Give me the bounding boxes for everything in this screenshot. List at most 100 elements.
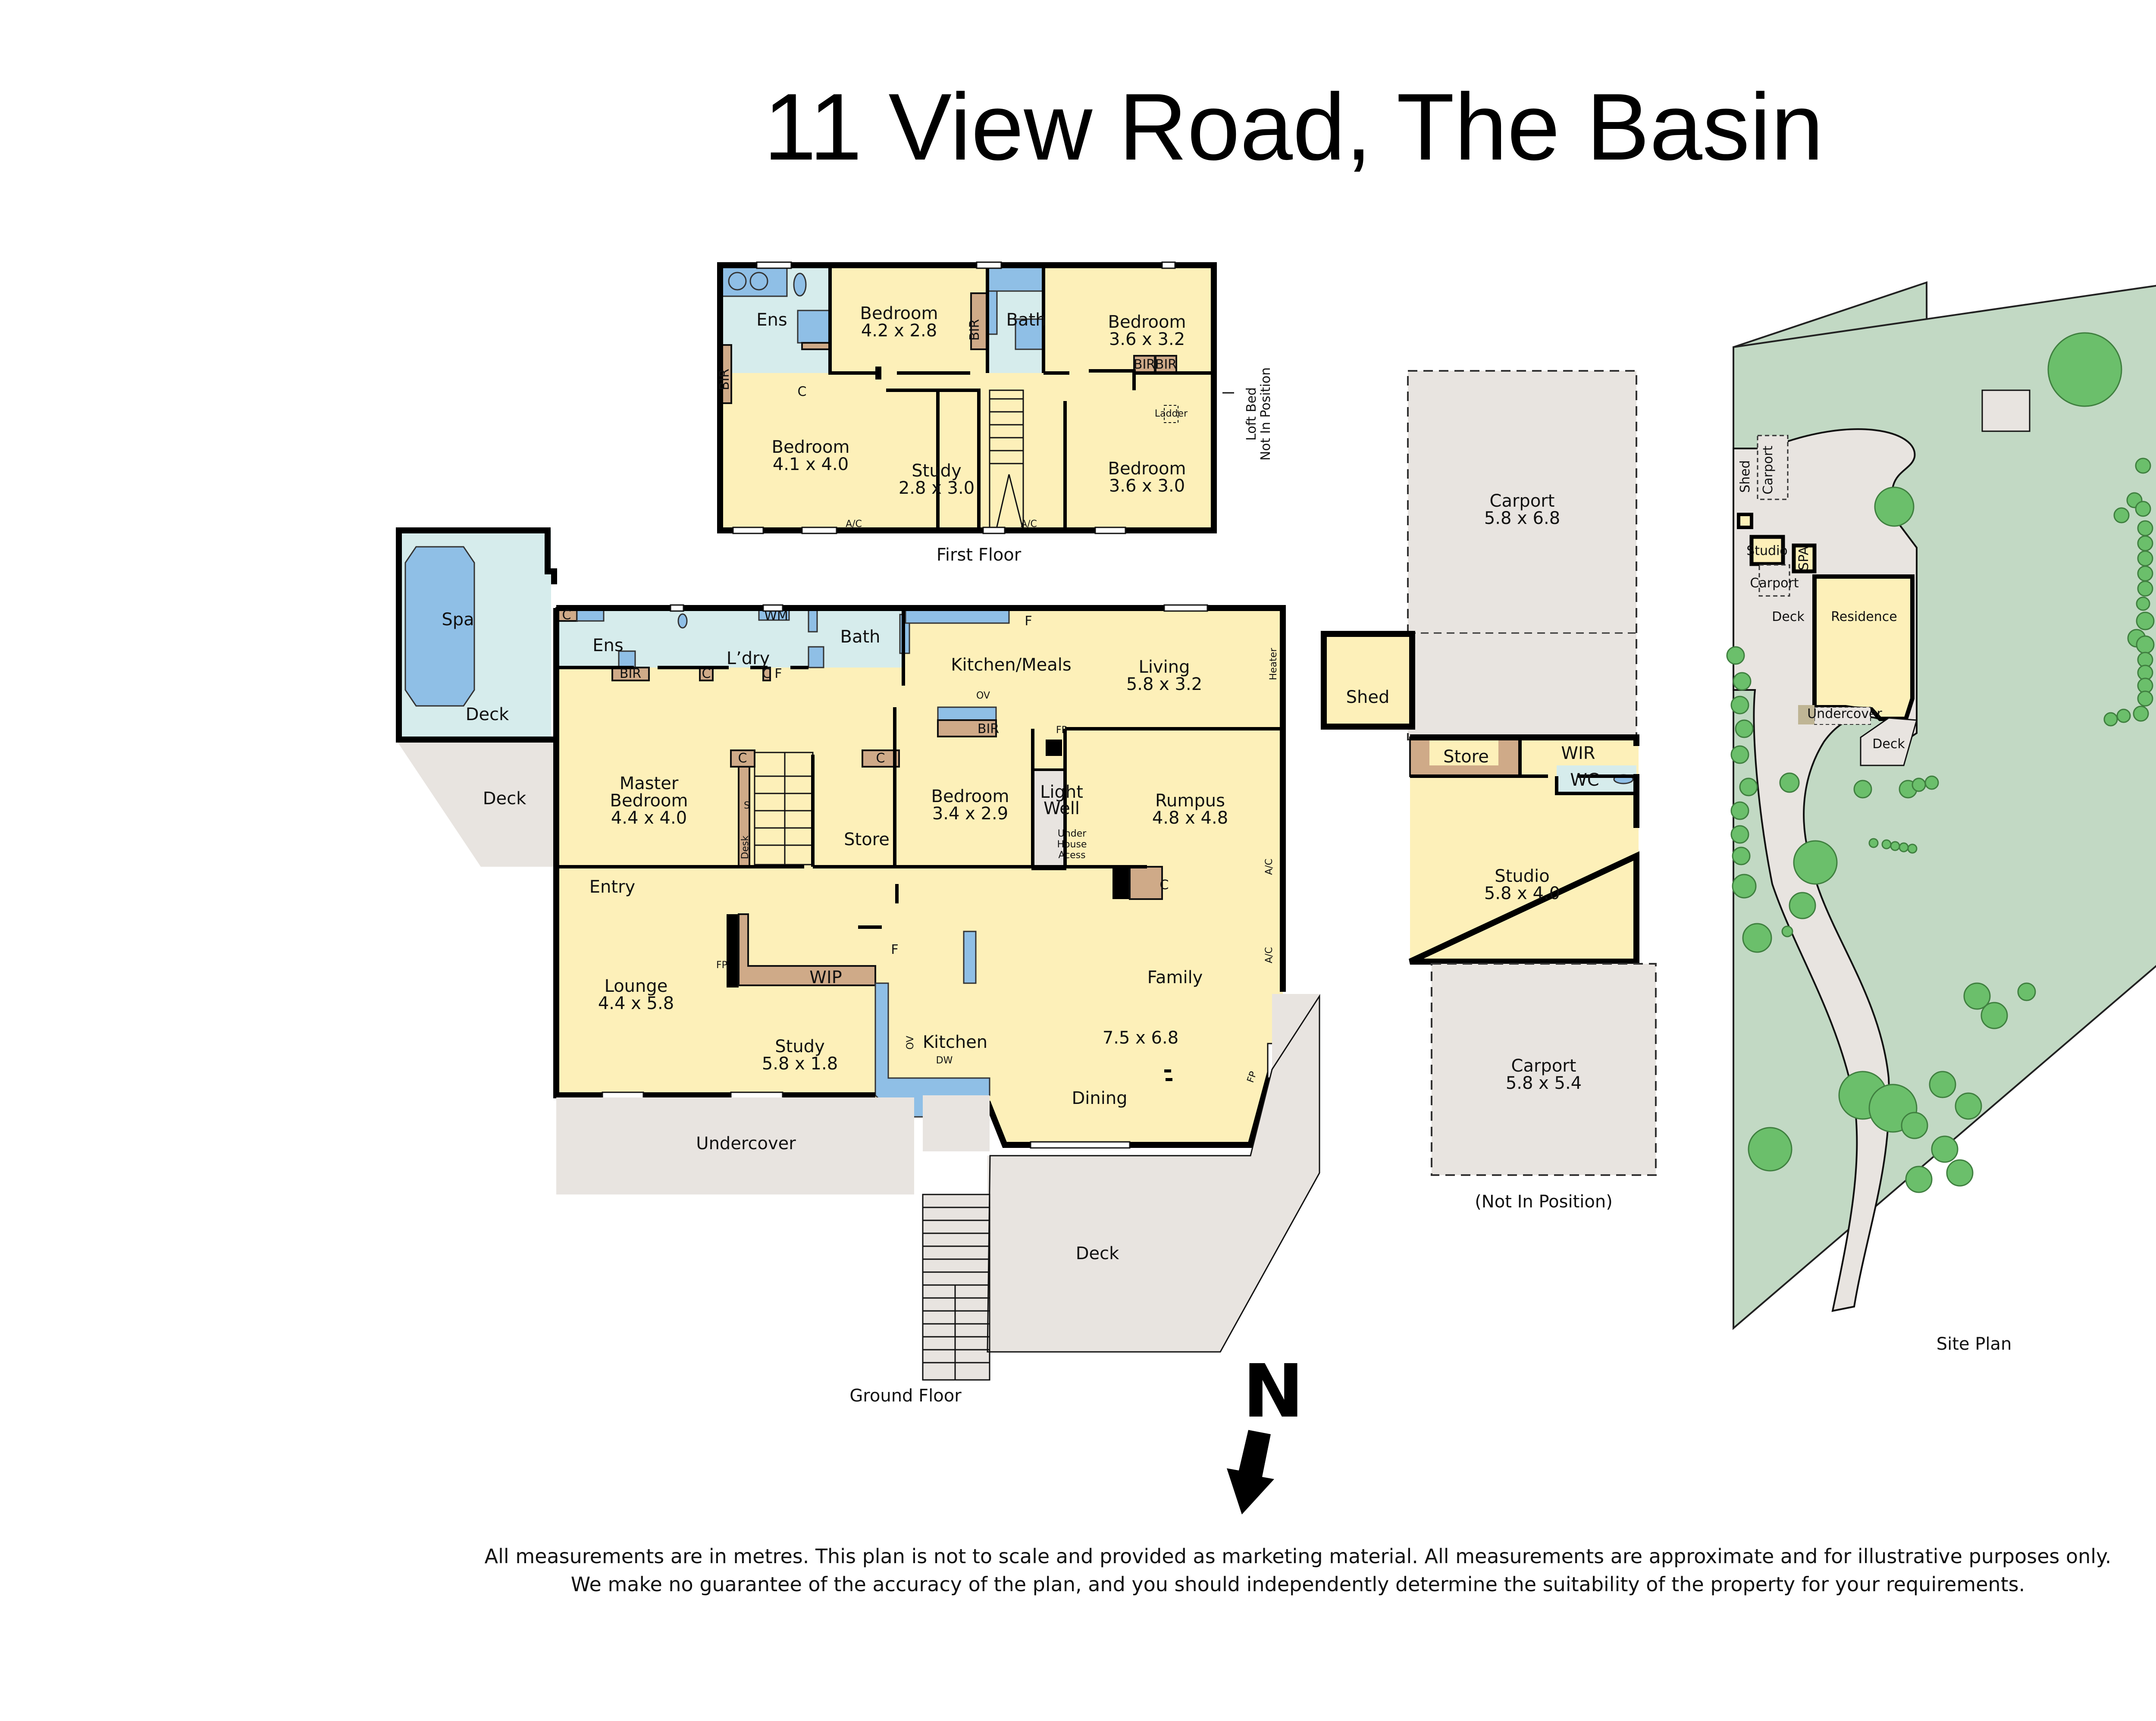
site-label-carport: Carport (1761, 445, 1776, 494)
room-label-ensuite: Ens (756, 310, 787, 330)
room-dimensions: 5.8 x 5.4 (1506, 1073, 1582, 1093)
room-label-wip: WIP (809, 968, 842, 987)
room-label-studio: Studio (1495, 866, 1549, 886)
disclaimer-line-2: We make no guarantee of the accuracy of … (571, 1573, 2025, 1596)
ground-floor-caption: Ground Floor (849, 1386, 962, 1406)
cupboard-label: C (762, 666, 771, 681)
site-plan: Shed Carport Studio Carport SPA Deck Res… (1726, 281, 2156, 1354)
site-label-carport: Carport (1750, 576, 1799, 591)
rear-deck (987, 994, 1319, 1352)
cupboard-label: C (702, 666, 711, 681)
site-label-spa: SPA (1796, 546, 1811, 571)
room-label-entry: Entry (589, 877, 635, 897)
site-studio (1749, 535, 1785, 566)
site-label-deck: Deck (1772, 609, 1805, 624)
ladder-marker (1164, 405, 1178, 423)
room-label-bath: Bath (840, 627, 881, 647)
loft-bed-note: Not In Position (1258, 367, 1273, 461)
shower-icon (808, 646, 824, 668)
room-label-carport: Carport (1490, 491, 1555, 511)
fridge-label: F (1025, 614, 1032, 629)
oven-label: OV (976, 690, 990, 701)
room-dimensions: 4.1 x 4.0 (773, 455, 849, 474)
robe-label: BIR (967, 319, 982, 341)
room-label-store: Store (1443, 747, 1489, 767)
site-label-studio: Studio (1746, 543, 1788, 558)
north-letter: N (1243, 1349, 1304, 1434)
room-label-dining: Dining (1072, 1088, 1127, 1108)
fridge-label: F (774, 666, 782, 681)
room-label-deck: Deck (483, 789, 526, 809)
room-label-light-well: Light (1040, 782, 1083, 802)
under-house-access-label: Under (1058, 828, 1087, 839)
robe-label: BIR (717, 369, 732, 390)
cupboard-label: C (738, 751, 747, 766)
site-label-shed: Shed (1738, 460, 1753, 493)
room-label-store: Store (844, 830, 890, 850)
page-title: 11 View Road, The Basin (764, 74, 1824, 180)
room-label-deck: Deck (1076, 1244, 1119, 1263)
site-label-undercover: Undercover (1807, 706, 1882, 721)
room-label-ensuite: Ens (592, 636, 623, 655)
room-label-lounge: Lounge (605, 976, 668, 996)
fireplace-icon (1046, 740, 1062, 756)
cupboard-label: C (876, 751, 885, 766)
ladder-label: Ladder (1155, 408, 1188, 419)
aircon-label: A/C (1264, 859, 1275, 875)
fireplace-label: FP (716, 960, 727, 971)
room-label-wir: WIR (1561, 743, 1595, 763)
under-house-access-label: House (1057, 839, 1087, 850)
shed (1324, 634, 1412, 727)
room-label-bedroom: Bedroom (1108, 312, 1186, 332)
site-carport-bottom (1758, 564, 1790, 597)
room-label-master-bedroom: Master (620, 774, 679, 793)
room-dimensions: 5.8 x 3.2 (1126, 674, 1202, 694)
desk-label: Desk (740, 835, 751, 859)
room-dimensions: 3.6 x 3.0 (1109, 476, 1185, 496)
outbuildings-plan: Carport 5.8 x 6.8 Shed Store WIR WC Stud… (1321, 370, 1657, 1212)
shelf-label: S (744, 800, 750, 811)
bathtub-icon (987, 264, 1044, 292)
room-label-shed: Shed (1346, 687, 1390, 707)
aircon-label: A/C (1021, 519, 1037, 530)
room-label-rumpus: Rumpus (1155, 791, 1225, 811)
fireplace-label: FP (1056, 725, 1067, 736)
carport-upper (1407, 370, 1637, 740)
cupboard-label: C (798, 384, 807, 399)
north-arrow: N (1227, 1349, 1304, 1514)
washing-machine-label: WM (764, 608, 788, 624)
room-dimensions: 3.4 x 2.9 (932, 804, 1008, 824)
oven-label: OV (905, 1036, 916, 1050)
north-arrow-icon (1227, 1430, 1274, 1514)
room-label-bedroom: Bedroom (772, 437, 850, 457)
under-house-access-label: Acess (1058, 850, 1085, 861)
room-label-light-well: Well (1044, 799, 1080, 818)
site-label-residence: Residence (1831, 609, 1897, 624)
ground-floor-plan: Spa Deck Deck Ens L’dry Bath Kitchen/Mea… (396, 527, 1320, 1406)
aircon-label: A/C (846, 519, 862, 530)
room-label-wc: WC (1570, 770, 1599, 790)
site-carport-top (1757, 435, 1789, 500)
deck-stairs (922, 1194, 990, 1381)
room-label-spa: Spa (442, 610, 474, 630)
first-floor-plan: Ens Bedroom 4.2 x 2.8 Bath Bedroom 3.6 x… (717, 261, 1273, 565)
room-label-study: Study (912, 461, 962, 481)
room-label-family: Family (1147, 968, 1203, 987)
site-plan-caption: Site Plan (1937, 1334, 2012, 1354)
room-label-master-bedroom: Bedroom (610, 791, 688, 811)
site-residence (1812, 574, 1915, 721)
room-label-living: Living (1139, 657, 1190, 677)
room-dimensions: 4.8 x 4.8 (1152, 808, 1228, 828)
aircon-label: A/C (1264, 947, 1275, 963)
robe-label: BIR (1155, 357, 1177, 372)
room-label-bedroom: Bedroom (860, 304, 938, 323)
room-dimensions: 3.6 x 3.2 (1109, 329, 1185, 349)
cupboard-label: C (562, 608, 571, 623)
not-in-position-note: (Not In Position) (1475, 1192, 1613, 1212)
room-dimensions: 4.4 x 5.8 (598, 994, 674, 1013)
disclaimer-line-1: All measurements are in metres. This pla… (485, 1545, 2112, 1568)
heater-label: Heater (1268, 648, 1279, 680)
cupboard-label: C (1160, 878, 1169, 893)
undercover-area (556, 1097, 914, 1194)
room-dimensions: 4.2 x 2.8 (861, 321, 937, 341)
